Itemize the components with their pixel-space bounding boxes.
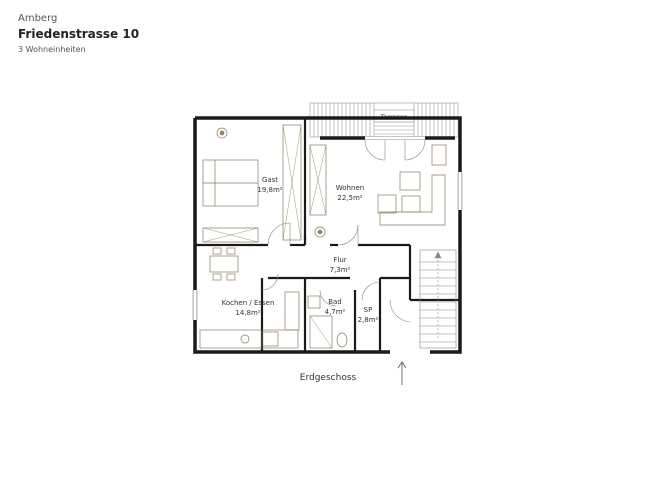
- plant-icon-2: [314, 226, 326, 238]
- terrace: [309, 102, 459, 138]
- door-swings: [261, 139, 426, 323]
- furniture-kitchen: [199, 247, 300, 349]
- sofa-icon: [379, 174, 446, 226]
- room-name-kitchen: Kochen / Essen: [222, 299, 275, 307]
- unit-count: 3 Wohneinheiten: [18, 45, 86, 54]
- stove-icon: [261, 331, 279, 347]
- room-area-wohnen: 22,5m²: [337, 194, 362, 202]
- room-name-flur: Flur: [333, 256, 346, 264]
- fridge-icon: [284, 291, 300, 331]
- furniture-wohnen: [309, 144, 447, 238]
- armchair-icon: [377, 194, 397, 214]
- door-terrace-right: [404, 139, 426, 161]
- door-terrace-left: [364, 139, 386, 161]
- chair-icon-4: [226, 273, 236, 281]
- wardrobe-gast: [282, 124, 302, 241]
- sink-icon: [240, 334, 250, 344]
- kitchen-counter: [199, 329, 299, 349]
- door-sp: [361, 281, 381, 301]
- city-name: Amberg: [18, 13, 58, 24]
- floor-label: Erdgeschoss: [300, 373, 357, 383]
- room-labels: Gast 19,8m² Wohnen 22,5m² Flur 7,3m² Koc…: [222, 176, 379, 324]
- inner-walls: [195, 118, 460, 352]
- stair-arrow-icon: [434, 251, 442, 259]
- door-entrance: [389, 299, 411, 323]
- chair-icon: [212, 247, 222, 255]
- chair-icon-3: [212, 273, 222, 281]
- entrance-arrow-icon: [397, 361, 407, 385]
- armchair-icon-2: [399, 171, 421, 191]
- room-area-kitchen: 14,8m²: [235, 309, 260, 317]
- door-wohnen: [337, 224, 359, 246]
- door-bad: [319, 289, 337, 307]
- outer-walls: [192, 116, 463, 354]
- street-name: Friedenstrasse 10: [18, 27, 140, 41]
- room-area-sp: 2,8m²: [358, 316, 379, 324]
- plant-icon: [216, 127, 228, 139]
- room-name-bad: Bad: [328, 298, 342, 306]
- chair-icon-2: [226, 247, 236, 255]
- room-area-bad: 4,7m²: [325, 308, 346, 316]
- coffee-table-icon: [401, 195, 421, 213]
- door-kitchen: [261, 273, 279, 291]
- room-name-sp: SP: [364, 306, 373, 314]
- staircase: [419, 249, 457, 349]
- desk-gast: [202, 227, 259, 243]
- door-gast: [267, 222, 291, 246]
- plan-header: Amberg Friedenstrasse 10 3 Wohneinheiten: [18, 14, 139, 54]
- washbasin-icon: [307, 295, 321, 309]
- furniture-gast: [202, 124, 302, 243]
- toilet-icon: [336, 332, 348, 348]
- shower-icon: [309, 315, 333, 349]
- room-area-gast: 19,8m²: [257, 186, 282, 194]
- room-name-gast: Gast: [262, 176, 278, 184]
- furniture-bad: [307, 295, 348, 349]
- dining-table-icon: [209, 255, 239, 273]
- sideboard-wohnen: [309, 144, 327, 216]
- terrace-planks: [313, 103, 455, 137]
- tv-cabinet: [431, 144, 447, 166]
- room-area-flur: 7,3m²: [330, 266, 351, 274]
- room-name-wohnen: Wohnen: [336, 184, 364, 192]
